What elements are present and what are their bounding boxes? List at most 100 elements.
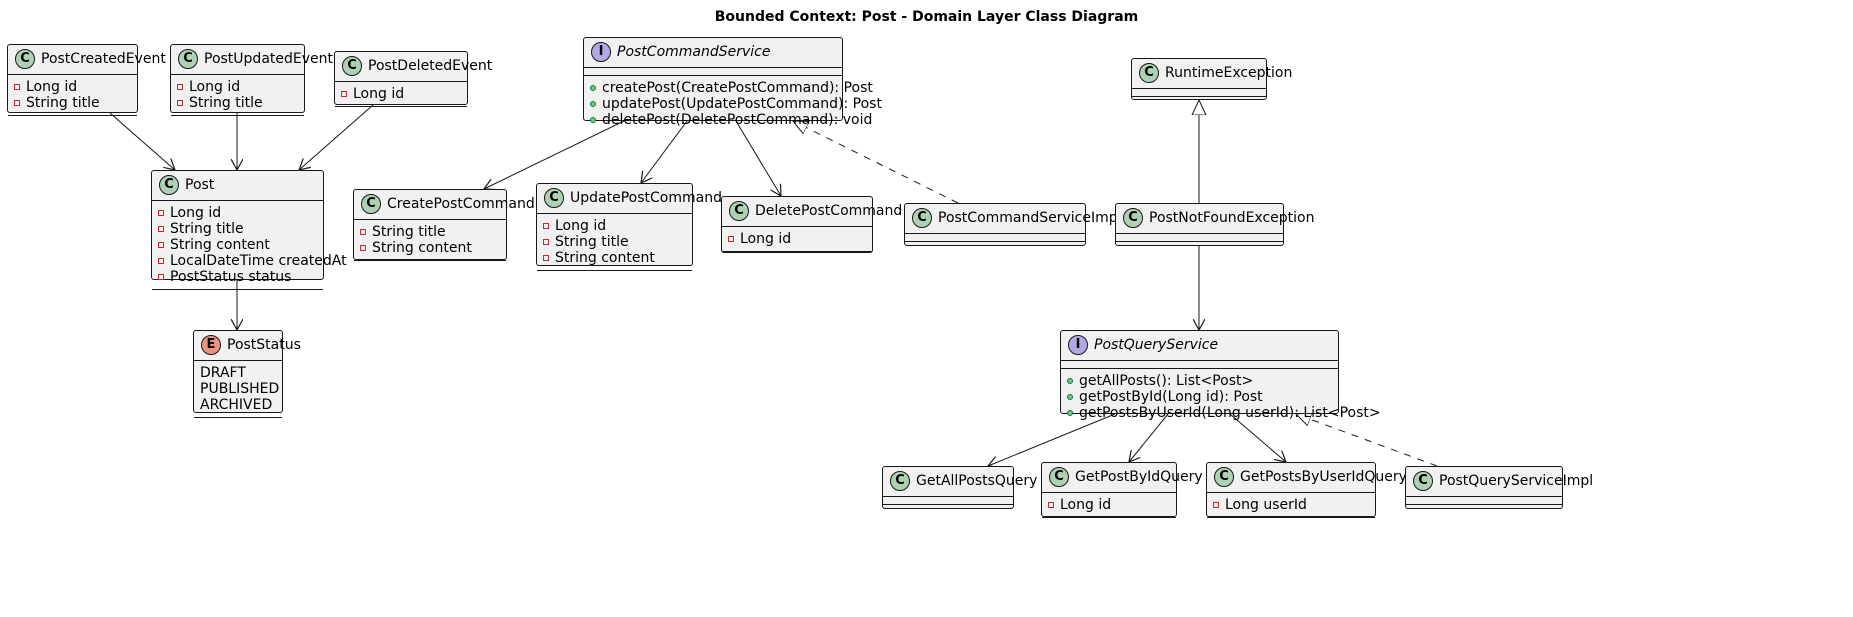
edge-post-command-service-to-delete-post-command <box>735 120 781 196</box>
private-visibility-icon <box>158 274 164 280</box>
delete-post-command-header: C DeletePostCommand <box>722 197 902 227</box>
class-stereotype-icon: C <box>729 201 749 221</box>
enum-value: PUBLISHED <box>200 381 280 397</box>
post-query-service-impl-methods <box>1406 505 1562 513</box>
field: String content <box>360 240 500 256</box>
field: String title <box>14 95 131 111</box>
post-command-service-name: PostCommandService <box>617 44 771 60</box>
field: String title <box>158 221 317 237</box>
class-stereotype-icon: C <box>361 194 381 214</box>
post-query-service-methods: getAllPosts(): List<Post>getPostById(Lon… <box>1061 369 1381 425</box>
field: LocalDateTime createdAt <box>158 253 347 269</box>
post-created-event-methods <box>8 116 137 124</box>
get-posts-by-user-id-query-header: C GetPostsByUserIdQuery <box>1207 463 1407 493</box>
post-query-service-name: PostQueryService <box>1094 337 1219 353</box>
private-visibility-icon <box>341 91 347 97</box>
edge-post-command-service-to-update-post-command <box>641 120 688 183</box>
private-visibility-icon <box>1213 502 1219 508</box>
edge-post-command-service-impl-to-post-command-service <box>793 121 959 204</box>
post-updated-event-methods <box>171 116 304 124</box>
get-posts-by-user-id-query-name: GetPostsByUserIdQuery <box>1240 469 1407 485</box>
class-stereotype-icon: C <box>159 175 179 195</box>
field: Long id <box>543 218 686 234</box>
get-posts-by-user-id-query-fields: Long userId <box>1207 493 1375 518</box>
private-visibility-icon <box>14 84 20 90</box>
post-not-found-exception-fields <box>1116 234 1283 242</box>
field: String title <box>360 224 500 240</box>
method: createPost(CreatePostCommand): Post <box>590 80 873 96</box>
post-command-service-impl-methods <box>905 242 1085 250</box>
private-visibility-icon <box>158 226 164 232</box>
private-visibility-icon <box>1048 502 1054 508</box>
private-visibility-icon <box>543 255 549 261</box>
class-stereotype-icon: C <box>178 49 198 69</box>
post-command-service-impl-fields <box>905 234 1085 242</box>
private-visibility-icon <box>728 236 734 242</box>
private-visibility-icon <box>543 239 549 245</box>
enum-stereotype-icon: E <box>201 335 221 355</box>
post-query-service-interface: I PostQueryService getAllPosts(): List<Pos… <box>1060 330 1381 421</box>
post-status-methods <box>194 418 282 426</box>
post-deleted-event-fields: Long id <box>335 82 467 107</box>
public-visibility-icon <box>590 85 596 91</box>
private-visibility-icon <box>158 242 164 248</box>
method: updatePost(UpdatePostCommand): Post <box>590 96 882 112</box>
class-stereotype-icon: C <box>912 208 932 228</box>
field: Long userId <box>1213 497 1369 513</box>
class-stereotype-icon: C <box>1214 467 1234 487</box>
method: getAllPosts(): List<Post> <box>1067 373 1332 389</box>
post-updated-event-name: PostUpdatedEvent <box>204 51 333 67</box>
get-post-by-id-query-fields: Long id <box>1042 493 1176 518</box>
update-post-command-methods <box>537 271 692 279</box>
update-post-command-name: UpdatePostCommand <box>570 190 722 206</box>
field: Long id <box>1048 497 1170 513</box>
interface-stereotype-icon: I <box>591 42 611 62</box>
public-visibility-icon <box>1067 410 1073 416</box>
field: Long id <box>14 79 131 95</box>
enum-value: ARCHIVED <box>200 397 273 413</box>
delete-post-command-fields: Long id <box>722 227 872 252</box>
interface-stereotype-icon: I <box>1068 335 1088 355</box>
get-all-posts-query-methods <box>883 505 1013 513</box>
post-command-service-impl-name: PostCommandServiceImpl <box>938 210 1122 226</box>
create-post-command-name: CreatePostCommand <box>387 196 535 212</box>
edge-post-query-service-to-get-posts-by-user-id-query <box>1229 413 1286 462</box>
field: PostStatus status <box>158 269 317 285</box>
diagram-title: Bounded Context: Post - Domain Layer Cla… <box>714 9 1139 25</box>
class-stereotype-icon: C <box>1049 467 1069 487</box>
edge-post-query-service-impl-to-post-query-service <box>1296 414 1438 467</box>
post-query-service-header: I PostQueryService <box>1061 331 1338 361</box>
post-updated-event-header: C PostUpdatedEvent <box>171 45 333 75</box>
field: Long id <box>341 86 461 102</box>
post-not-found-exception-methods <box>1116 242 1283 250</box>
create-post-command-methods <box>354 261 506 269</box>
class-stereotype-icon: C <box>1413 471 1433 491</box>
class-stereotype-icon: C <box>1123 208 1143 228</box>
edge-post-query-service-to-get-post-by-id-query <box>1129 413 1169 462</box>
public-visibility-icon <box>1067 378 1073 384</box>
field: String content <box>543 250 686 266</box>
delete-post-command-name: DeletePostCommand <box>755 203 903 219</box>
field: Long id <box>177 79 298 95</box>
edge-post-deleted-event-to-post <box>299 104 374 170</box>
